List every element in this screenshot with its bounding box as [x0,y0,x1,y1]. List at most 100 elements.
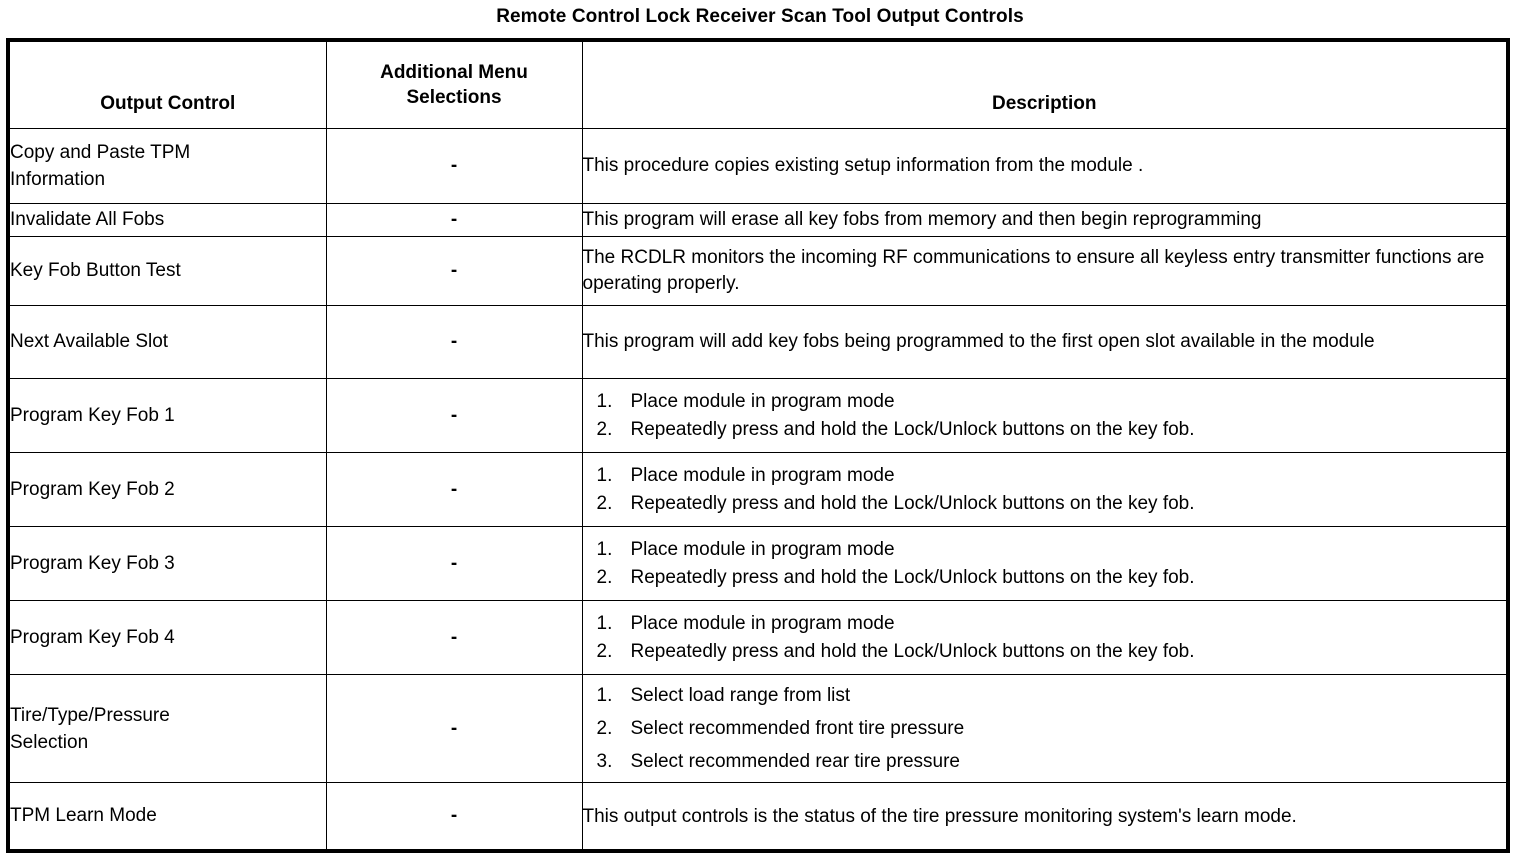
column-header-addl-line1: Additional Menu [380,62,528,83]
cell-additional-menu-selections: - [325,452,583,527]
description-step-item: 2.Repeatedly press and hold the Lock/Unl… [583,564,1507,592]
cell-description: 1. Place module in program mode 2.Repeated… [581,526,1509,601]
description-step-text: Repeatedly press and hold the Lock/Unloc… [630,640,1195,662]
description-text: The RCDLR monitors the incoming RF commu… [582,247,1485,294]
cell-description: 1. Place module in program mode 2.Repeated… [581,452,1509,527]
column-header-output-control: Output Control [7,39,327,129]
cell-additional-menu-selections: - [325,378,583,453]
description-step-text: Select load range from list [630,685,851,706]
description-step-item: 1. Place module in program mode [583,388,1507,416]
table-row: Copy and Paste TPM Information -This proce… [7,128,1509,204]
description-step-text: Repeatedly press and hold the Lock/Unloc… [630,418,1195,440]
description-step-text: Select recommended front tire pressure [630,718,965,739]
table-row: Next Available Slot -This program will ad… [7,305,1509,379]
cell-additional-menu-selections: - [325,782,583,852]
cell-output-control: Program Key Fob 3 [7,526,327,601]
cell-description: 1. Place module in program mode 2. Repeated… [581,600,1509,675]
description-step-item: 1. Place module in program mode [583,610,1507,638]
description-step-number: 1. [596,685,613,706]
description-text: This output controls is the status of th… [582,805,1297,827]
output-control-label: Program Key Fob 1 [10,404,175,426]
output-control-label: TPM Learn Mode [10,805,157,826]
cell-output-control: Key Fob Button Test [7,236,327,306]
description-step-number: 1. [596,612,613,634]
description-step-item: 1. Select load range from list [583,679,1507,712]
description-step-text: Place module in program mode [630,612,895,634]
output-control-label: Program Key Fob 3 [10,552,175,574]
cell-description: The RCDLR monitors the incoming RF commu… [581,236,1509,306]
page-title: Remote Control Lock Receiver Scan Tool O… [496,6,1024,27]
description-step-item: 1. Place module in program mode [583,536,1507,564]
cell-description: 1. Place module in program mode 2. Repeated… [581,378,1509,453]
description-text: This program will add key fobs being pro… [582,331,1375,352]
column-header-additional-menu-selections: Additional Menu Selections [325,39,583,129]
description-step-number: 1. [596,538,613,560]
table-row: Program Key Fob 4 -1. Place module in prog… [7,600,1509,675]
cell-additional-menu-selections: - [325,674,583,783]
output-control-label-line1: Copy and Paste TPM [10,142,191,163]
cell-output-control: Next Available Slot [7,305,327,379]
cell-additional-menu-selections: - [325,600,583,675]
cell-additional-menu-selections: - [325,128,583,204]
cell-output-control: Program Key Fob 1 [7,378,327,453]
description-step-item: 2. Repeatedly press and hold the Lock/Unl… [583,638,1507,666]
output-control-label: Key Fob Button Test [10,260,181,281]
description-step-item: 1. Place module in program mode [583,462,1507,490]
output-control-label: Program Key Fob 2 [10,478,175,500]
description-step-list: 1. Place module in program mode 2.Repeated… [583,536,1507,592]
description-step-list: 1. Select load range from list 2. Select re… [583,679,1507,778]
cell-additional-menu-selections: - [325,236,583,306]
cell-description: 1. Select load range from list 2. Select re… [581,674,1509,783]
output-controls-table-wrapper: Output Control Additional Menu Selection… [6,38,1510,853]
description-text: This program will erase all key fobs fro… [582,209,1262,230]
description-step-text: Place module in program mode [630,390,895,412]
description-step-item: 2.Repeatedly press and hold the Lock/Unl… [583,490,1507,518]
description-step-text: Repeatedly press and hold the Lock/Unloc… [630,492,1195,514]
description-step-number: 2. [596,418,613,440]
table-header: Output Control Additional Menu Selection… [7,39,1509,129]
description-text: This procedure copies existing setup inf… [582,155,1144,176]
cell-description: This program will erase all key fobs fro… [581,203,1509,237]
table-row: TPM Learn Mode -This output controls is t… [7,782,1509,852]
table-row: Program Key Fob 1 -1. Place module in prog… [7,378,1509,453]
output-control-label-line2: Information [10,169,106,190]
table-row: Program Key Fob 3 -1. Place module in prog… [7,526,1509,601]
output-controls-table: Output Control Additional Menu Selection… [6,38,1510,853]
table-row: Invalidate All Fobs-This program will er… [7,203,1509,237]
column-header-description: Description [581,39,1509,129]
description-step-item: 3. Select recommended rear tire pressure [583,745,1507,778]
cell-additional-menu-selections: - [325,305,583,379]
cell-output-control: Program Key Fob 4 [7,600,327,675]
description-step-text: Select recommended rear tire pressure [630,751,960,772]
cell-output-control: Copy and Paste TPM Information [7,128,327,204]
description-step-text: Place module in program mode [630,538,895,560]
description-step-list: 1. Place module in program mode 2. Repeated… [583,388,1507,444]
description-step-list: 1. Place module in program mode 2. Repeated… [583,610,1507,666]
cell-output-control: Invalidate All Fobs [7,203,327,237]
description-step-text: Place module in program mode [630,464,895,486]
description-step-number: 1. [596,390,613,412]
description-step-number: 2. [596,640,613,662]
output-control-label-line2: Selection [10,731,89,753]
description-step-number: 1. [596,464,613,486]
description-step-number: 2. [596,566,613,588]
cell-description: This procedure copies existing setup inf… [581,128,1509,204]
cell-output-control: Program Key Fob 2 [7,452,327,527]
output-control-label: Next Available Slot [10,331,169,352]
description-step-number: 2. [596,718,613,739]
table-row: Key Fob Button Test -The RCDLR monitors t… [7,236,1509,306]
output-control-label-line1: Tire/Type/Pressure [10,704,170,726]
output-control-label: Program Key Fob 4 [10,626,175,648]
description-step-number: 3. [596,751,613,772]
table-row: Program Key Fob 2 -1. Place module in prog… [7,452,1509,527]
cell-description: This program will add key fobs being pro… [581,305,1509,379]
description-step-list: 1. Place module in program mode 2.Repeated… [583,462,1507,518]
column-header-addl-line2: Selections [406,87,502,108]
cell-description: This output controls is the status of th… [581,782,1509,852]
cell-output-control: TPM Learn Mode [7,782,327,852]
cell-additional-menu-selections: - [325,526,583,601]
